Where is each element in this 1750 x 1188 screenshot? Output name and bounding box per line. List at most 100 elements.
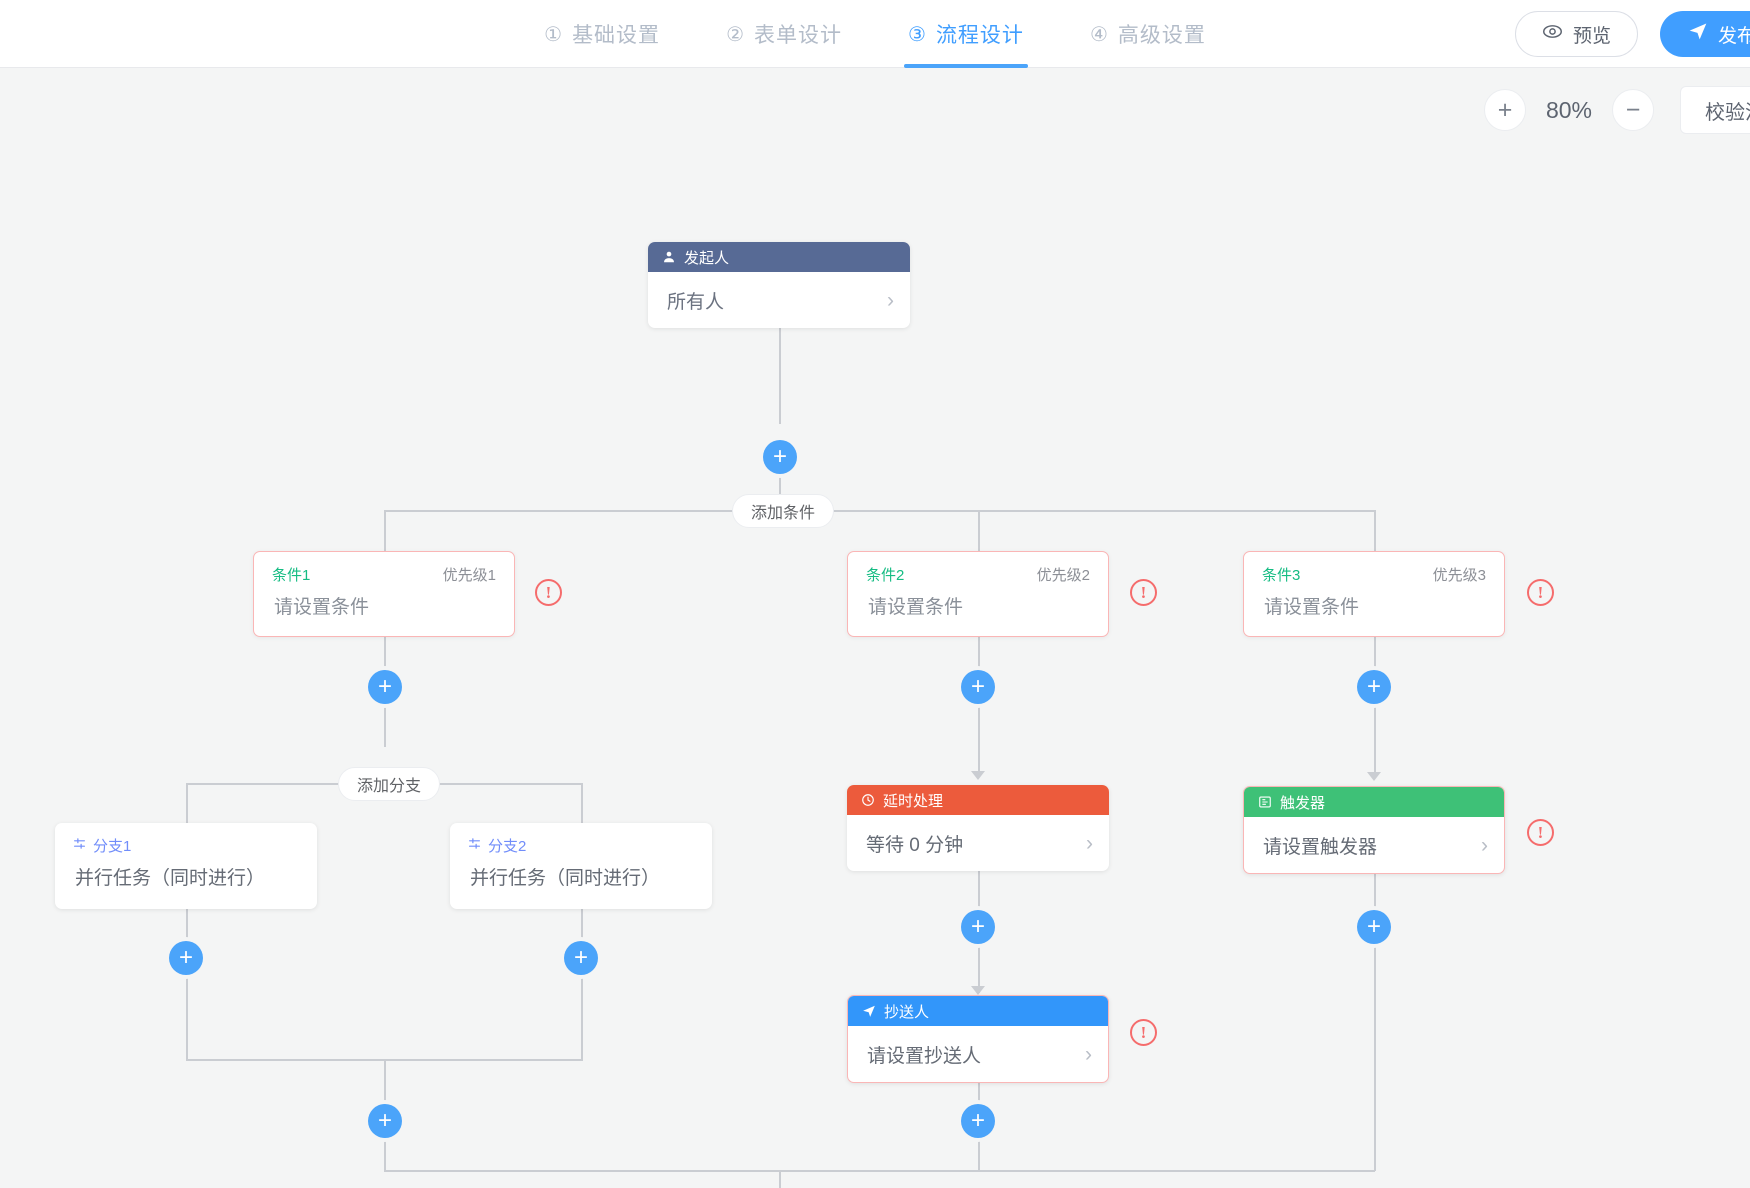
node-delay-header: 延时处理	[847, 785, 1109, 815]
tab-label-2: 表单设计	[754, 24, 842, 47]
condition-2-name: 条件2	[866, 567, 905, 584]
node-delay[interactable]: 延时处理 等待 0 分钟 ›	[847, 785, 1109, 871]
node-trigger-title: 触发器	[1280, 794, 1326, 812]
node-trigger-header: 触发器	[1244, 787, 1504, 817]
flow-diagram: + 添加条件 发起人 所有人 ›	[0, 69, 1750, 1188]
chevron-right-icon: ›	[1085, 1042, 1092, 1066]
node-branch-1-top: 分支1	[55, 823, 317, 856]
connector-drop-branch-2	[581, 783, 583, 823]
condition-1-name: 条件1	[272, 567, 311, 584]
error-badge-cc[interactable]: !	[1130, 1019, 1157, 1046]
branch-1-name: 分支1	[93, 838, 132, 855]
error-badge-condition-1[interactable]: !	[535, 579, 562, 606]
node-initiator[interactable]: 发起人 所有人 ›	[648, 242, 910, 328]
clock-icon	[861, 793, 875, 807]
tab-process-design[interactable]: ③ 流程设计	[904, 0, 1028, 68]
connector-trigger-down	[1374, 872, 1376, 1171]
node-branch-1[interactable]: 分支1 并行任务（同时进行）	[55, 823, 317, 909]
connector-branch-1-tail	[186, 909, 188, 1061]
tab-label-1: 基础设置	[572, 24, 661, 47]
zoom-in-button[interactable]: +	[1484, 89, 1526, 131]
error-badge-condition-2[interactable]: !	[1130, 579, 1157, 606]
connector-drop-condition-3	[1374, 510, 1376, 551]
condition-1-priority: 优先级1	[442, 567, 496, 584]
node-condition-2[interactable]: 条件2 优先级2 请设置条件	[847, 551, 1109, 637]
node-cc-body[interactable]: 请设置抄送人 ›	[848, 1026, 1108, 1082]
add-node-button-branch-1[interactable]: +	[169, 941, 203, 975]
add-node-button-initiator[interactable]: +	[763, 440, 797, 474]
validate-process-button[interactable]: 校验流程	[1680, 86, 1750, 134]
add-node-button-condition-1[interactable]: +	[368, 670, 402, 704]
node-branch-2-top: 分支2	[450, 823, 712, 856]
condition-3-name: 条件3	[1262, 567, 1301, 584]
zoom-out-button[interactable]: −	[1612, 89, 1654, 131]
add-node-button-condition-3[interactable]: +	[1357, 670, 1391, 704]
node-cc-title: 抄送人	[884, 1003, 930, 1021]
add-node-button-cc[interactable]: +	[961, 1104, 995, 1138]
chevron-right-icon: ›	[1086, 831, 1093, 855]
node-trigger[interactable]: 触发器 请设置触发器 ›	[1243, 786, 1505, 874]
add-node-button-condition-2[interactable]: +	[961, 670, 995, 704]
tab-number-2: ②	[726, 23, 745, 46]
preview-label: 预览	[1572, 25, 1611, 47]
header-actions: 预览 发布	[1514, 0, 1750, 68]
zoom-toolbar: + 80% − 校验流程	[1484, 86, 1750, 134]
error-badge-condition-3[interactable]: !	[1527, 579, 1554, 606]
tab-basic-settings[interactable]: ① 基础设置	[540, 0, 664, 68]
add-node-button-branch-merged[interactable]: +	[368, 1104, 402, 1138]
zoom-level-value: 80%	[1545, 96, 1593, 123]
arrow-to-cc-node	[971, 986, 985, 995]
error-badge-trigger[interactable]: !	[1527, 819, 1554, 846]
node-cc[interactable]: 抄送人 请设置抄送人 ›	[847, 995, 1109, 1083]
flow-canvas[interactable]: + 添加条件 发起人 所有人 ›	[0, 69, 1750, 1188]
branch-1-value: 并行任务（同时进行）	[75, 868, 266, 889]
publish-label: 发布	[1717, 25, 1750, 47]
chevron-right-icon: ›	[887, 288, 894, 312]
step-tabs: ① 基础设置 ② 表单设计 ③ 流程设计 ④ 高级设置	[0, 0, 1750, 68]
tab-form-design[interactable]: ② 表单设计	[722, 0, 846, 68]
node-condition-3[interactable]: 条件3 优先级3 请设置条件	[1243, 551, 1505, 637]
app-header: ① 基础设置 ② 表单设计 ③ 流程设计 ④ 高级设置 预览	[0, 0, 1750, 68]
add-node-button-delay[interactable]: +	[961, 910, 995, 944]
connector-condition-split-bar	[384, 510, 1375, 512]
trigger-icon	[1258, 795, 1272, 809]
tab-label-4: 高级设置	[1117, 24, 1206, 47]
arrow-to-delay-node	[971, 771, 985, 780]
tab-advanced-settings[interactable]: ④ 高级设置	[1086, 0, 1210, 68]
send-icon	[862, 1004, 876, 1018]
add-branch-button[interactable]: 添加分支	[338, 767, 441, 801]
node-trigger-body[interactable]: 请设置触发器 ›	[1244, 817, 1504, 873]
node-cc-value: 请设置抄送人	[867, 1045, 982, 1067]
preview-button[interactable]: 预览	[1514, 11, 1638, 57]
add-node-button-trigger[interactable]: +	[1357, 910, 1391, 944]
parallel-icon	[468, 837, 481, 854]
node-delay-value: 等待 0 分钟	[866, 834, 964, 856]
node-initiator-body[interactable]: 所有人 ›	[648, 272, 910, 328]
parallel-icon	[73, 837, 86, 854]
condition-2-priority: 优先级2	[1036, 567, 1090, 584]
node-initiator-header: 发起人	[648, 242, 910, 272]
publish-button[interactable]: 发布	[1659, 11, 1750, 57]
connector-bottom-trunk	[779, 1170, 781, 1188]
node-branch-2[interactable]: 分支2 并行任务（同时进行）	[450, 823, 712, 909]
user-icon	[662, 250, 676, 264]
connector-cond2-down	[978, 637, 980, 776]
condition-3-priority: 优先级3	[1432, 567, 1486, 584]
connector-bottom-merge-bar	[384, 1170, 1375, 1172]
tab-number-4: ④	[1089, 23, 1109, 46]
connector-cond3-down	[1374, 637, 1376, 777]
add-condition-button[interactable]: 添加条件	[732, 494, 835, 528]
node-condition-3-top: 条件3 优先级3	[1244, 552, 1504, 585]
node-delay-title: 延时处理	[883, 792, 944, 810]
connector-branch-2-tail	[581, 909, 583, 1061]
add-node-button-branch-2[interactable]: +	[564, 941, 598, 975]
connector-drop-branch-1	[186, 783, 188, 823]
node-condition-1[interactable]: 条件1 优先级1 请设置条件	[253, 551, 515, 637]
connector-drop-condition-1	[384, 510, 386, 551]
node-delay-body[interactable]: 等待 0 分钟 ›	[847, 815, 1109, 871]
eye-icon	[1542, 21, 1563, 48]
tab-number-3: ③	[908, 23, 927, 46]
send-icon	[1688, 21, 1708, 47]
tab-number-1: ①	[544, 23, 564, 46]
node-initiator-value: 所有人	[667, 291, 725, 313]
